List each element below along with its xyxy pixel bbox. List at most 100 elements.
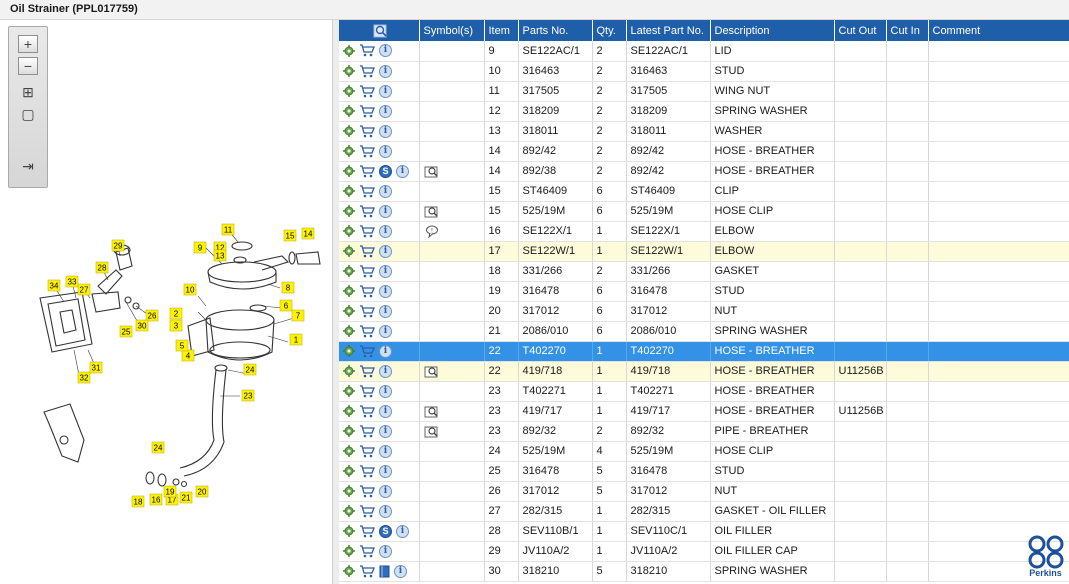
callout-4[interactable]: 4	[181, 349, 195, 362]
gear-icon[interactable]	[343, 505, 355, 517]
gear-icon[interactable]	[343, 305, 355, 317]
callout-26[interactable]: 26	[145, 309, 159, 322]
gear-icon[interactable]	[343, 85, 355, 97]
col-item-header[interactable]: Item	[484, 20, 519, 41]
info-icon[interactable]: i	[379, 284, 392, 298]
info-icon[interactable]: i	[379, 44, 392, 58]
callout-13[interactable]: 13	[213, 249, 227, 262]
gear-icon[interactable]	[343, 225, 355, 237]
info-icon[interactable]: i	[379, 544, 392, 558]
callout-23[interactable]: 23	[241, 389, 255, 402]
gear-icon[interactable]	[343, 245, 355, 257]
callout-7[interactable]: 7	[291, 309, 305, 322]
add-to-cart-icon[interactable]	[359, 264, 375, 278]
add-to-cart-icon[interactable]	[359, 504, 375, 518]
add-to-cart-icon[interactable]	[359, 44, 375, 57]
info-icon[interactable]: i	[379, 224, 392, 238]
callout-5[interactable]: 5	[175, 339, 189, 352]
diagram-pane[interactable]: +−⊞▢⇥	[0, 20, 333, 584]
gear-icon[interactable]	[343, 525, 355, 537]
add-to-cart-icon[interactable]	[359, 404, 375, 418]
add-to-cart-icon[interactable]	[359, 484, 375, 498]
gear-icon[interactable]	[343, 325, 355, 337]
zoom-in-button[interactable]: +	[18, 35, 38, 53]
col-actions-header[interactable]	[339, 20, 420, 41]
gear-icon[interactable]	[343, 485, 355, 497]
magnifier-symbol-icon[interactable]	[424, 205, 440, 218]
info-icon[interactable]: i	[379, 204, 392, 218]
col-parts-no-header[interactable]: Parts No.	[518, 20, 593, 41]
add-to-cart-icon[interactable]	[359, 204, 375, 218]
callout-29[interactable]: 29	[111, 239, 125, 252]
supersession-icon[interactable]: S	[379, 164, 392, 178]
info-icon[interactable]: i	[379, 344, 392, 358]
info-icon[interactable]: i	[379, 424, 392, 438]
col-comment-header[interactable]: Comment	[928, 20, 1069, 41]
info-icon[interactable]: i	[379, 404, 392, 418]
add-to-cart-icon[interactable]	[359, 304, 375, 318]
col-latest-part-header[interactable]: Latest Part No.	[626, 20, 711, 41]
callout-25[interactable]: 25	[119, 325, 133, 338]
book-icon[interactable]	[379, 565, 390, 578]
info-icon[interactable]: i	[379, 104, 392, 118]
col-description-header[interactable]: Description	[710, 20, 835, 41]
gear-icon[interactable]	[343, 265, 355, 277]
info-icon[interactable]: i	[396, 164, 409, 178]
add-to-cart-icon[interactable]	[359, 184, 375, 198]
gear-icon[interactable]	[343, 125, 355, 137]
callout-28[interactable]: 28	[95, 261, 109, 274]
zoom-out-button[interactable]: −	[18, 57, 38, 75]
gear-icon[interactable]	[343, 205, 355, 217]
callout-27[interactable]: 27	[77, 283, 91, 296]
add-to-cart-icon[interactable]	[359, 524, 375, 538]
add-to-cart-icon[interactable]	[359, 164, 375, 178]
callout-21[interactable]: 21	[179, 491, 193, 504]
callout-9[interactable]: 9	[193, 241, 207, 254]
add-to-cart-icon[interactable]	[359, 384, 375, 398]
add-to-cart-icon[interactable]	[359, 104, 375, 118]
gear-icon[interactable]	[343, 405, 355, 417]
gear-icon[interactable]	[343, 65, 355, 77]
magnifier-symbol-icon[interactable]	[424, 365, 440, 378]
add-to-cart-icon[interactable]	[359, 544, 375, 558]
info-icon[interactable]: i	[379, 124, 392, 138]
info-icon[interactable]: i	[379, 84, 392, 98]
callout-8[interactable]: 8	[281, 281, 295, 294]
callout-3[interactable]: 3	[169, 319, 183, 332]
callout-34[interactable]: 34	[47, 279, 61, 292]
col-cut-in-header[interactable]: Cut In	[886, 20, 929, 41]
add-to-cart-icon[interactable]	[359, 124, 375, 138]
info-icon[interactable]: i	[396, 524, 409, 538]
gear-icon[interactable]	[343, 425, 355, 437]
callout-15[interactable]: 15	[283, 229, 297, 242]
col-cut-out-header[interactable]: Cut Out	[834, 20, 887, 41]
info-icon[interactable]: i	[379, 324, 392, 338]
gear-icon[interactable]	[343, 385, 355, 397]
callout-1[interactable]: 1	[289, 333, 303, 346]
add-to-cart-icon[interactable]	[359, 84, 375, 98]
callout-18[interactable]: 18	[131, 495, 145, 508]
gear-icon[interactable]	[343, 545, 355, 557]
callout-32[interactable]: 32	[77, 371, 91, 384]
note-balloon-icon[interactable]: !	[424, 225, 440, 238]
add-to-cart-icon[interactable]	[359, 464, 375, 478]
gear-icon[interactable]	[343, 345, 355, 357]
info-icon[interactable]: i	[379, 304, 392, 318]
gear-icon[interactable]	[343, 445, 355, 457]
